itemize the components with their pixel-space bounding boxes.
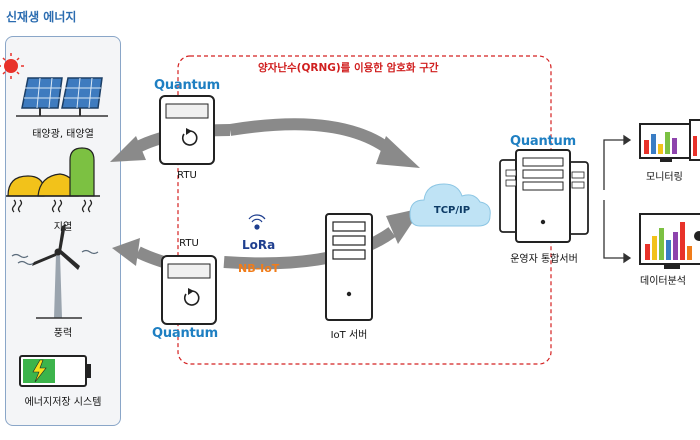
battery-icon — [19, 355, 91, 387]
wind-turbine-icon — [11, 224, 99, 319]
encryption-zone-label: 양자난수(QRNG)를 이용한 암호화 구간 — [258, 62, 439, 74]
sun-icon — [0, 53, 24, 79]
solar-panel-icon — [16, 77, 108, 117]
source-label-ess: 에너지저장 시스템 — [24, 397, 102, 408]
iot-server-label: IoT 서버 — [330, 330, 368, 341]
lora-label: LoRa — [242, 238, 276, 252]
iot-server-icon — [325, 213, 373, 321]
nbiot-label: NB-IoT — [238, 262, 280, 275]
section-title: 신재생 에너지 — [6, 10, 77, 24]
flow-arrow-lower-right — [223, 208, 422, 270]
lora-signal-icon — [248, 214, 266, 230]
output-label-analysis: 데이터분석 — [640, 276, 686, 287]
output-label-monitoring: 모니터링 — [646, 172, 683, 183]
geothermal-icon — [6, 147, 100, 213]
integrated-server-icon — [499, 149, 589, 243]
source-label-solar: 태양광, 태양열 — [32, 129, 94, 140]
cloud-label: TCP/IP — [433, 205, 471, 216]
integrated-server-label: 운영자 통합서버 — [510, 254, 578, 265]
rtu-bottom-device — [161, 255, 217, 325]
cloud-icon — [409, 183, 491, 227]
quantum-logo-rtu-bottom: Quantum — [152, 326, 218, 341]
flow-arrow-upper-right — [229, 118, 420, 168]
monitoring-icon — [639, 119, 700, 162]
data-analysis-icon — [639, 213, 700, 269]
rtu-top-label: RTU — [177, 170, 197, 181]
rtu-bottom-label: RTU — [179, 238, 199, 249]
quantum-logo-rtu-top: Quantum — [154, 78, 220, 93]
source-label-geothermal: 지열 — [53, 222, 73, 233]
quantum-logo-server: Quantum — [510, 134, 576, 149]
output-connectors — [603, 134, 632, 264]
source-label-wind: 풍력 — [53, 328, 73, 339]
rtu-top-device — [159, 95, 215, 165]
